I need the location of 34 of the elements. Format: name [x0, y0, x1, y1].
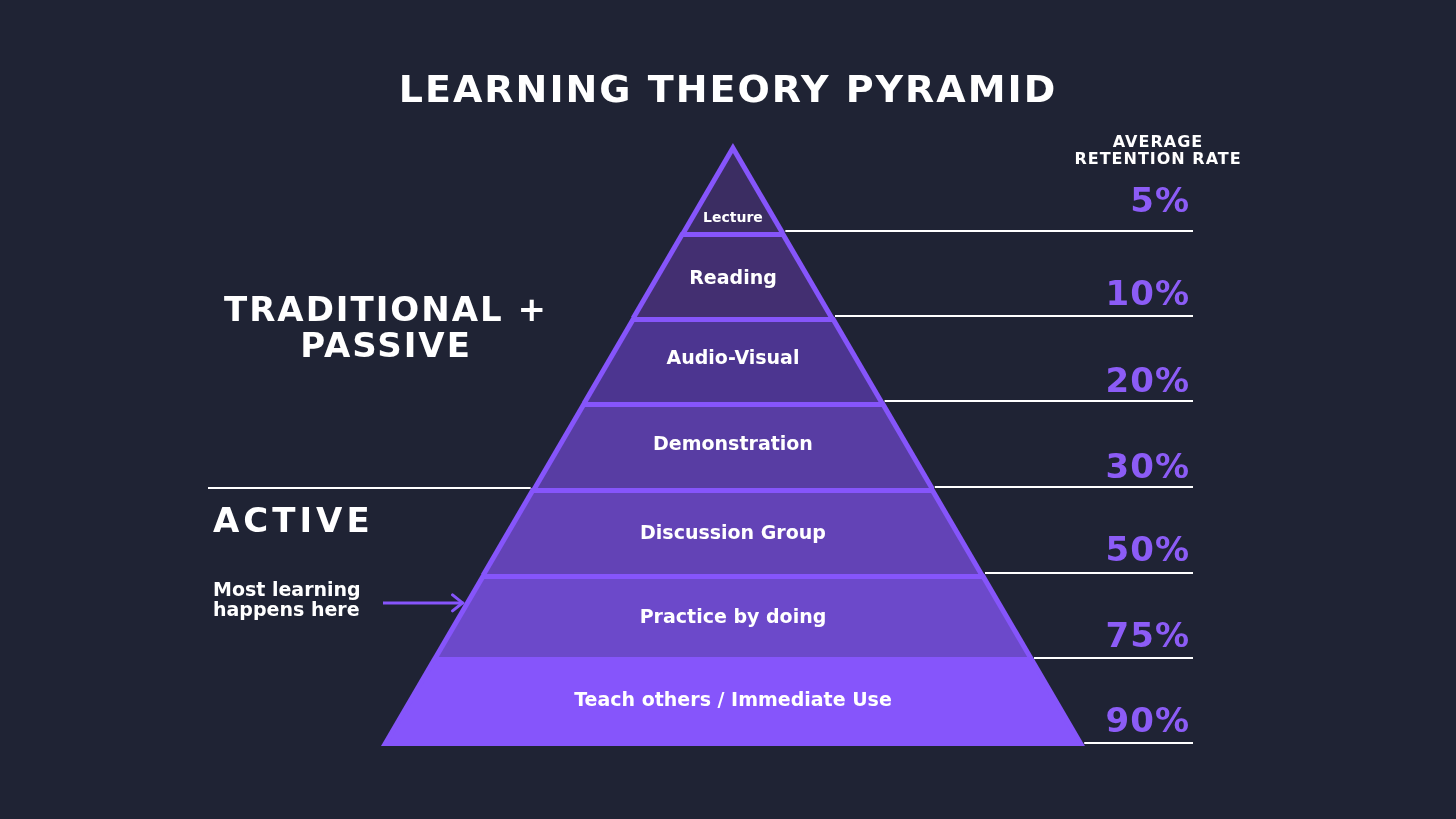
tier-label: Practice by doing: [639, 607, 827, 627]
leader-line: [933, 486, 1101, 488]
tier-label: Reading: [689, 268, 777, 288]
leader-line: [1033, 657, 1101, 659]
pyramid-tier: [481, 488, 985, 574]
leader-line: [883, 400, 1101, 402]
tier-label: Lecture: [703, 209, 763, 225]
percentage-value: 75%: [1100, 618, 1193, 659]
tier-label: Teach others / Immediate Use: [574, 690, 892, 710]
pyramid-tier: [381, 657, 1085, 746]
percentage-value: 5%: [1100, 183, 1193, 232]
percentage-value: 10%: [1100, 276, 1193, 317]
pyramid-tier: [631, 232, 835, 317]
percentage-value: 30%: [1100, 449, 1193, 488]
leader-line: [1083, 742, 1101, 744]
pyramid-tier: [432, 574, 1033, 657]
section-heading: TRADITIONAL + PASSIVE: [222, 292, 550, 364]
column-heading: AVERAGE RETENTION RATE: [1073, 134, 1243, 168]
leader-line: [784, 230, 1101, 232]
section-heading: ACTIVE: [213, 503, 374, 539]
tier-label: Audio-Visual: [666, 348, 800, 368]
leader-line: [984, 572, 1101, 574]
percentage-value: 90%: [1100, 703, 1193, 744]
pyramid-tier: [531, 402, 935, 488]
pyramid-tier: [681, 143, 785, 232]
tier-label: Discussion Group: [640, 523, 826, 543]
pyramid-tier: [581, 317, 885, 402]
arrow: [383, 593, 465, 613]
tier-label: Demonstration: [653, 434, 813, 454]
annotation-text: Most learning happens here: [213, 580, 381, 620]
title: LEARNING THEORY PYRAMID: [398, 67, 1058, 111]
percentage-value: 50%: [1100, 532, 1193, 574]
leader-line: [834, 315, 1101, 317]
percentage-value: 20%: [1100, 363, 1193, 402]
